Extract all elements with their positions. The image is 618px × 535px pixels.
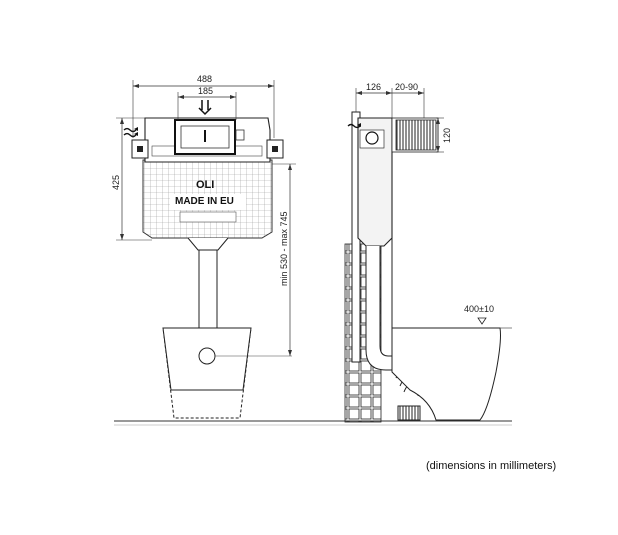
level-marker-icon xyxy=(477,317,487,325)
brand-logo: OLI xyxy=(196,179,214,191)
dim-button-line xyxy=(177,92,237,120)
dim-inlet: 120 xyxy=(442,128,452,143)
dim-depth: 126 xyxy=(366,82,381,92)
dim-install-height: min 530 - max 745 xyxy=(279,211,289,286)
left-bracket xyxy=(131,139,149,159)
flush-pipe xyxy=(198,249,218,331)
dim-bowl-height: 400±10 xyxy=(464,304,494,314)
units-caption: (dimensions in millimeters) xyxy=(426,460,557,472)
front-view: OLI MADE IN EU 488 185 xyxy=(111,74,296,419)
made-in-stamp: MADE IN EU xyxy=(175,196,234,207)
dim-depth-line xyxy=(355,88,393,118)
dim-inlet-line xyxy=(436,117,444,153)
dim-height: 425 xyxy=(111,175,121,190)
down-arrow-icon xyxy=(198,100,212,116)
dim-height-line xyxy=(116,117,152,241)
waste-outlet xyxy=(198,347,216,365)
water-inlet-icon xyxy=(123,127,138,138)
dim-wall-line xyxy=(392,88,425,118)
right-bracket xyxy=(266,139,284,159)
side-view: 400±10 126 20-90 120 xyxy=(344,82,512,423)
dim-install-line xyxy=(272,163,296,356)
threaded-sleeve xyxy=(395,119,437,151)
dim-wall: 20-90 xyxy=(395,82,418,92)
side-inlet-icon xyxy=(347,123,361,129)
wc-bowl-side xyxy=(391,327,501,421)
dim-width: 488 xyxy=(197,74,212,84)
dim-width-line xyxy=(132,80,275,138)
dim-button-width: 185 xyxy=(198,86,213,96)
